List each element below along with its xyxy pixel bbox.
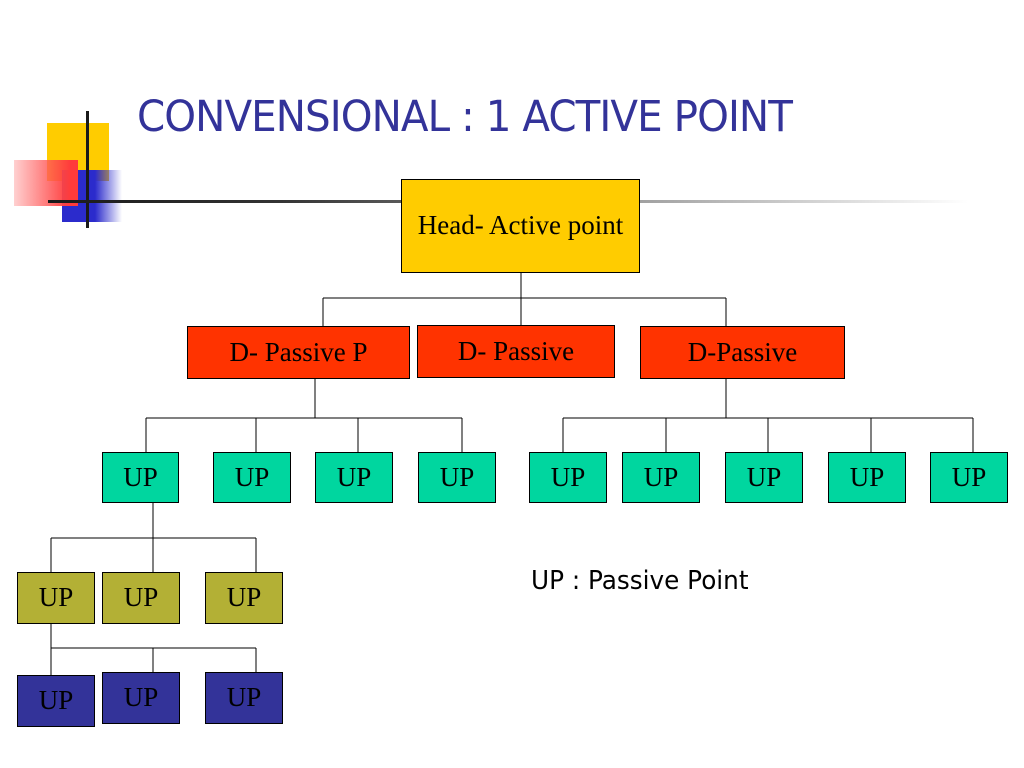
node-up-level3: UP [17,572,95,624]
node-d-passive-right: D-Passive [640,326,845,379]
node-d-passive-p: D- Passive P [187,326,410,379]
node-up-level3: UP [205,572,283,624]
node-head-active-point: Head- Active point [401,179,640,273]
node-d-passive: D- Passive [417,325,615,378]
decorative-vertical-line [86,111,89,228]
node-up-level4: UP [205,672,283,724]
node-up-passive-point: UP [213,452,291,503]
node-up-passive-point: UP [930,452,1008,503]
node-up-passive-point: UP [725,452,803,503]
node-up-passive-point: UP [315,452,393,503]
legend-text: UP : Passive Point [531,566,749,596]
decorative-red-square [14,160,78,206]
node-up-level4: UP [17,675,95,727]
node-up-passive-point: UP [622,452,700,503]
slide-title: CONVENSIONAL : 1 ACTIVE POINT [137,92,793,142]
node-up-passive-point: UP [828,452,906,503]
node-up-passive-point: UP [102,452,179,503]
node-up-level3: UP [102,572,180,624]
node-up-level4: UP [102,672,180,724]
node-up-passive-point: UP [418,452,496,503]
node-up-passive-point: UP [529,452,607,503]
